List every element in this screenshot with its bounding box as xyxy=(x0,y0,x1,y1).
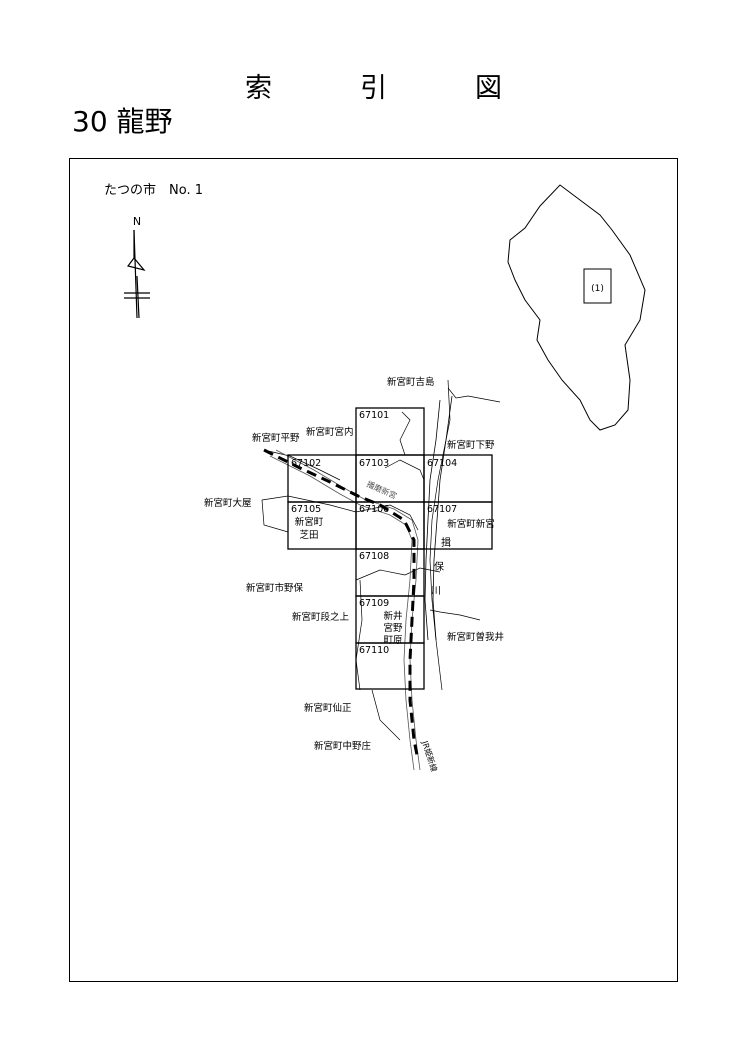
sheet-number[interactable]: 67104 xyxy=(427,458,457,469)
sheet-sub-label: 芝田 xyxy=(299,529,318,541)
title-char: 索 xyxy=(245,73,272,104)
sheet-number[interactable]: 67102 xyxy=(291,458,321,469)
railway-label: JR姫新線 xyxy=(420,739,440,773)
sheet-number[interactable]: 67108 xyxy=(359,551,389,562)
north-label: N xyxy=(133,215,141,228)
place-name: 新宮町段之上 xyxy=(292,611,350,623)
sheet-number[interactable]: 67106 xyxy=(359,504,389,515)
sheet-number[interactable]: 67101 xyxy=(359,410,389,421)
sheet-number[interactable]: 67107 xyxy=(427,504,457,515)
sheet-grid xyxy=(287,407,493,690)
main-road xyxy=(269,449,421,771)
place-name: 新宮町曽我井 xyxy=(447,631,504,643)
sheet-number[interactable]: 67109 xyxy=(359,598,389,609)
place-name: 新宮町吉島 xyxy=(387,376,435,388)
place-name: 新宮町宮内 xyxy=(306,426,354,438)
north-arrow-icon: N xyxy=(124,215,150,319)
sheet-sub-label: 新宮町新宮 xyxy=(447,518,495,530)
sheet-number[interactable]: 67103 xyxy=(359,458,389,469)
place-name: 新宮町下野 xyxy=(447,439,495,451)
jr-line xyxy=(263,448,420,761)
river xyxy=(424,395,453,641)
station-label: 播磨新宮 xyxy=(365,479,398,501)
place-name: 新宮町大屋 xyxy=(204,497,252,509)
inset-map: (1) xyxy=(507,184,646,431)
city-label: たつの市 No. 1 xyxy=(104,183,203,198)
map-frame xyxy=(69,158,678,982)
sheet-sub-label: 新宮町 xyxy=(295,516,324,528)
river-label-char: 揖 xyxy=(441,536,451,549)
title-char: 図 xyxy=(475,73,502,104)
inset-label: (1) xyxy=(591,284,604,294)
sheet-number[interactable]: 67110 xyxy=(359,645,389,656)
title-char: 引 xyxy=(360,73,387,104)
place-name: 新宮町仙正 xyxy=(304,702,352,714)
sheet-sub-label: 新井 xyxy=(383,610,402,622)
place-name: 新宮町中野庄 xyxy=(314,740,372,752)
map-subtitle: 30 龍野 xyxy=(72,105,173,138)
river-label-char: 川 xyxy=(431,586,441,597)
river-label-char: 保 xyxy=(434,560,444,573)
place-name: 新宮町市野保 xyxy=(246,582,304,594)
sheet-sub-label: 宮野 xyxy=(383,622,403,634)
place-name: 新宮町平野 xyxy=(252,432,300,444)
page-title: 索引図 xyxy=(0,66,747,105)
sheet-number[interactable]: 67105 xyxy=(291,504,321,515)
sheet-sub-label: 町原 xyxy=(383,635,402,646)
